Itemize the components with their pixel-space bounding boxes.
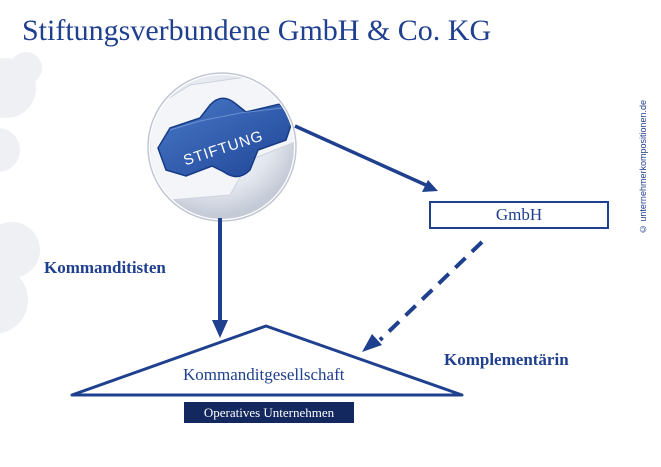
background-decoration <box>0 52 42 334</box>
operatives-unternehmen-bar: Operatives Unternehmen <box>184 402 354 423</box>
kg-triangle <box>70 324 464 397</box>
arrow-stiftung-to-gmbh <box>294 124 438 192</box>
arrow-stiftung-to-kg <box>212 218 228 338</box>
gmbh-box: GmbH <box>429 201 609 229</box>
kommanditisten-label: Kommanditisten <box>44 258 166 277</box>
stiftung-puzzle-sphere: STIFTUNG <box>147 72 297 222</box>
komplementaerin-label: Komplementärin <box>444 350 569 369</box>
side-credit: © unternehmerkompositionen.de <box>638 100 648 235</box>
gmbh-label: GmbH <box>495 205 543 224</box>
page-title: Stiftungsverbundene GmbH & Co. KG <box>22 14 492 47</box>
side-credit-container: © unternehmerkompositionen.de <box>638 100 656 240</box>
arrow-gmbh-to-kg <box>362 240 484 352</box>
kg-label: Kommanditgesellschaft <box>183 365 345 384</box>
operatives-unternehmen-label: Operatives Unternehmen <box>203 404 335 420</box>
